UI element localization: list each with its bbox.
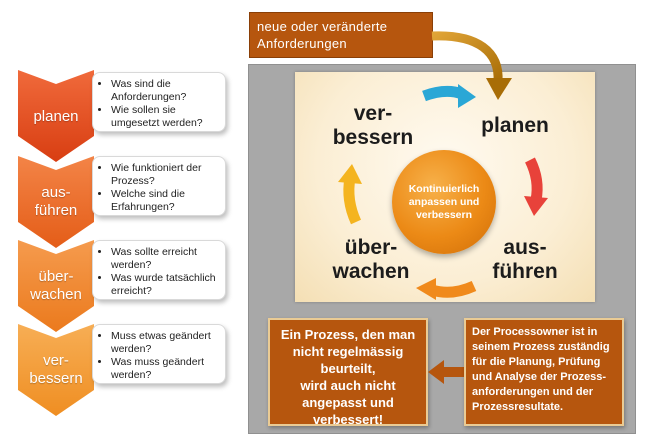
step-label-ausfuehren: aus- führen: [34, 184, 78, 219]
question: Was muss geändert werden?: [111, 356, 221, 381]
question: Muss etwas geändert werden?: [111, 330, 221, 355]
processowner-box: Der Processowner ist in seinem Prozess z…: [464, 318, 624, 426]
cycle-word-verbessern: ver- bessern: [332, 102, 414, 149]
question: Welche sind die Erfahrungen?: [111, 188, 221, 213]
chevron-planen: [18, 70, 94, 162]
step-label-verbessern: ver- bessern: [29, 352, 83, 387]
center-circle: Kontinuierlich anpassen und verbessern: [392, 150, 496, 254]
cycle-word-ueberwachen: über- wachen: [332, 236, 410, 283]
arrow-blue-icon: [422, 84, 476, 108]
center-circle-text: Kontinuierlich anpassen und verbessern: [408, 182, 480, 221]
question: Wie funktioniert der Prozess?: [111, 162, 221, 187]
question: Was sollte erreicht werden?: [111, 246, 221, 271]
left-arrow-icon: [428, 360, 464, 384]
new-requirements-note: neue oder veränderte Anforderungen: [249, 12, 433, 58]
arrow-yellow-icon: [338, 164, 362, 225]
step-box-verbessern: Muss etwas geändert werden? Was muss geä…: [92, 324, 226, 384]
question: Wie sollen sie umgesetzt werden?: [111, 104, 221, 129]
arrow-orange-icon: [416, 278, 477, 300]
step-box-ueberwachen: Was sollte erreicht werden? Was wurde ta…: [92, 240, 226, 300]
quote-box: Ein Prozess, den man nicht regelmässig b…: [268, 318, 428, 427]
chevron-ueberwachen: [18, 240, 94, 332]
step-box-ausfuehren: Wie funktioniert der Prozess? Welche sin…: [92, 156, 226, 216]
cycle-word-planen: planen: [481, 114, 549, 137]
step-box-planen: Was sind die Anforderungen? Wie sollen s…: [92, 72, 226, 132]
chevron-verbessern: [18, 324, 94, 416]
question: Was wurde tatsächlich erreicht?: [111, 272, 221, 297]
step-label-ueberwachen: über- wachen: [30, 268, 82, 303]
chevron-ausfuehren: [18, 156, 94, 248]
arrow-red-icon: [524, 157, 548, 216]
question: Was sind die Anforderungen?: [111, 78, 221, 103]
step-label-planen: planen: [33, 108, 79, 125]
cycle-word-ausfuehren: aus- führen: [492, 236, 558, 283]
